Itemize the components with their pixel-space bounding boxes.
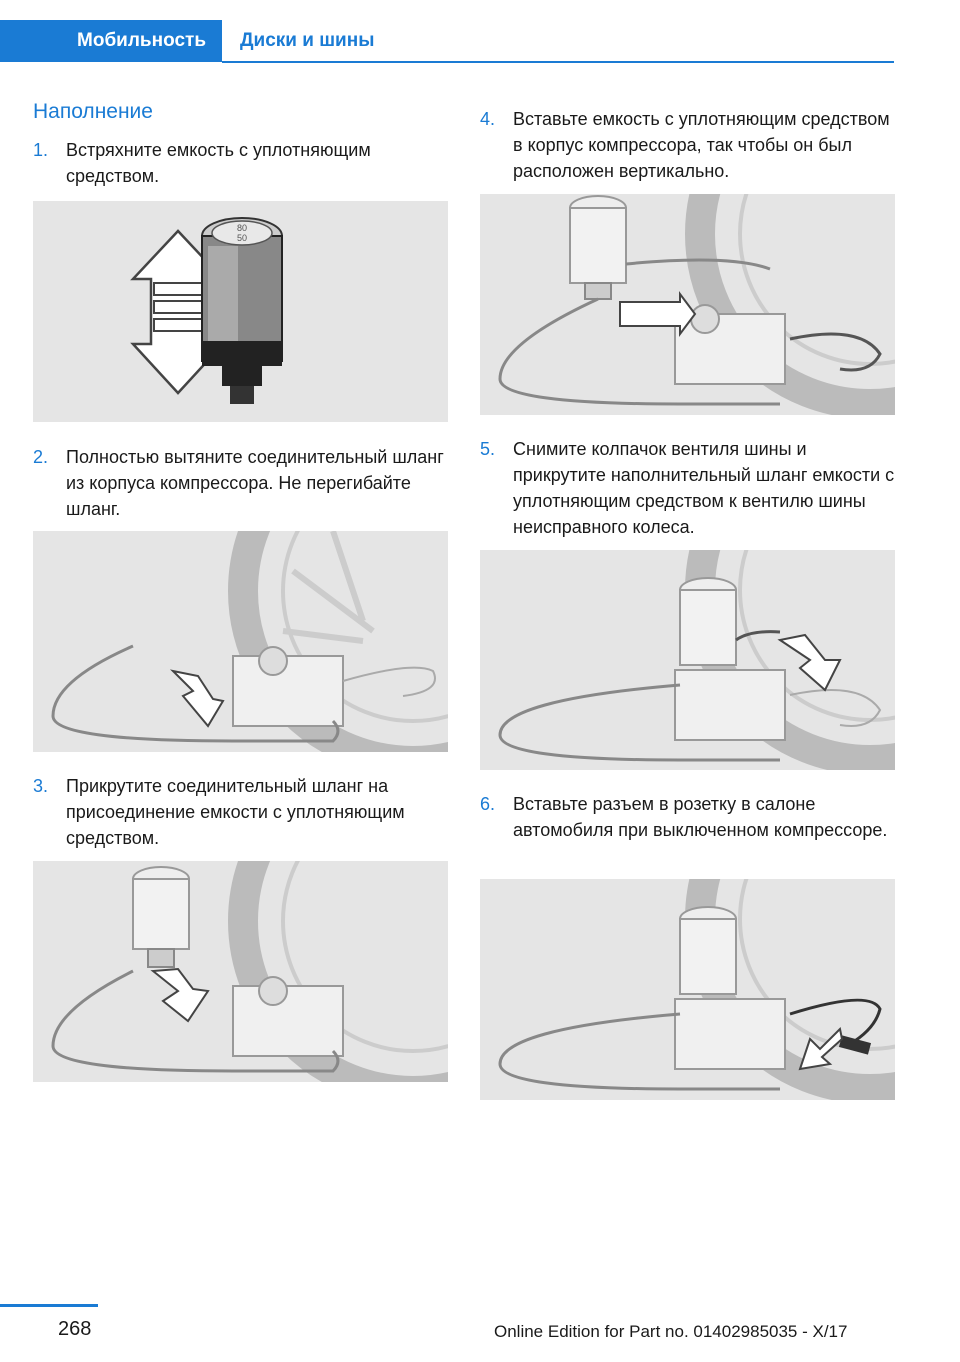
header-rule [222,61,894,63]
step-number: 2. [33,447,49,467]
step-text: Полностью вытяните соединительный шланг … [66,447,444,519]
figure-attach-valve [480,550,895,770]
figure-extend-hose [33,531,448,752]
attach-valve-illustration [498,550,895,770]
tab-mobility[interactable]: Мобильность [0,20,222,62]
figure-connect-hose [33,861,448,1082]
page-number: 268 [58,1318,92,1340]
insert-bottle-illustration [498,194,895,415]
figure-shake-bottle: 80 50 [33,201,448,422]
step-text: Снимите колпачок вентиля шины и прикрути… [513,439,895,537]
footer-rule [0,1304,98,1307]
step-4: 4. Вставьте емкость с уплотняющим средст… [480,106,895,184]
plug-in-illustration [498,879,895,1100]
figure-plug-in [480,879,895,1100]
step-number: 4. [480,109,496,129]
step-2: 2. Полностью вытяните соединительный шла… [33,444,448,522]
edition-note: Online Edition for Part no. 01402985035 … [494,1322,848,1341]
step-number: 6. [480,794,496,814]
step-6: 6. Вставьте разъем в розетку в салоне ав… [480,791,895,843]
step-text: Прикрутите соединительный шланг на присо… [66,776,405,848]
step-3: 3. Прикрутите соединительный шланг на пр… [33,773,448,851]
step-5: 5. Снимите колпачок вентиля шины и прикр… [480,436,895,540]
step-text: Встряхните емкость с уплотняющим средств… [66,140,371,186]
step-text: Вставьте емкость с уплотняющим средством… [513,109,890,181]
step-1: 1. Встряхните емкость с уплотняющим сред… [33,137,448,189]
shake-bottle-illustration: 80 50 [130,217,283,404]
section-title: Наполнение [33,100,153,123]
extend-hose-illustration [51,531,448,752]
bottle-label-top: 80 [237,223,247,233]
figure-insert-bottle [480,194,895,415]
tab-wheels-tires[interactable]: Диски и шины [240,30,375,51]
step-number: 3. [33,776,49,796]
bottle-label-bottom: 50 [237,233,247,243]
step-text: Вставьте разъем в розетку в салоне автом… [513,794,888,840]
step-number: 1. [33,140,49,160]
step-number: 5. [480,439,496,459]
connect-hose-illustration [51,861,448,1082]
